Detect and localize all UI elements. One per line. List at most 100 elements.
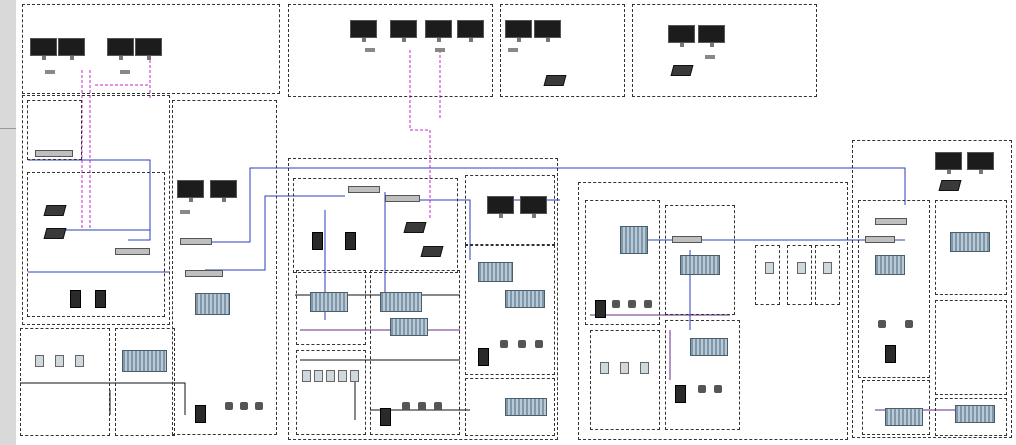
plc-rack-icon <box>680 255 720 275</box>
server-icon <box>312 232 323 250</box>
monitor-icon <box>668 25 695 47</box>
zone-main-control-system <box>288 158 558 440</box>
switch-icon <box>115 248 150 255</box>
meter-icon <box>600 362 609 374</box>
zone-plc-cabinet-a <box>296 270 366 345</box>
meter-icon <box>823 262 832 274</box>
zone-controller-cabinet-1 <box>172 100 277 435</box>
zone-backup-io <box>935 300 1007 395</box>
keyboard-icon <box>365 48 375 52</box>
meter-icon <box>55 355 64 367</box>
monitor-icon <box>350 20 377 42</box>
zone-plc-cabinet-b <box>370 270 460 435</box>
plc-rack-icon <box>955 405 995 423</box>
plc-rack-icon <box>478 262 513 282</box>
zone-network-cabinet <box>27 100 82 160</box>
disk-icon <box>255 402 263 410</box>
server-icon <box>95 290 106 308</box>
monitor-icon <box>107 38 134 60</box>
plc-rack-icon <box>380 292 422 312</box>
disk-icon <box>698 385 706 393</box>
switch-icon <box>865 236 895 243</box>
server-icon <box>380 408 391 426</box>
zone-backup-rack-2 <box>935 398 1007 436</box>
plc-rack-icon <box>505 398 547 416</box>
zone-scada-servers <box>293 178 458 273</box>
switch-icon <box>385 195 420 202</box>
plc-rack-icon <box>505 290 545 308</box>
zone-io-module-1 <box>115 328 175 436</box>
plc-rack-icon <box>310 292 348 312</box>
plc-rack-icon <box>195 293 230 315</box>
monitor-icon <box>457 20 484 42</box>
zone-io-node-1 <box>755 245 780 305</box>
zone-plc-cabinet-e <box>665 205 735 315</box>
server-icon <box>885 345 896 363</box>
keyboard-icon <box>435 48 445 52</box>
monitor-icon <box>210 180 237 202</box>
plc-rack-icon <box>875 255 905 275</box>
monitor-icon <box>698 25 725 47</box>
switch-icon <box>185 270 223 277</box>
plc-rack-icon <box>690 338 728 356</box>
server-icon <box>595 300 606 318</box>
zone-control-room-b <box>288 4 493 97</box>
zone-backup-rack-1 <box>862 380 930 435</box>
zone-io-node-2 <box>787 245 812 305</box>
keyboard-icon <box>508 48 518 52</box>
zone-field-meters-3 <box>590 330 660 430</box>
disk-icon <box>434 402 442 410</box>
zone-server-rack <box>27 172 165 317</box>
disk-icon <box>905 320 913 328</box>
disk-icon <box>500 340 508 348</box>
meter-icon <box>75 355 84 367</box>
zone-operator-room-a <box>22 4 280 94</box>
workstation-unit-icon <box>938 180 962 191</box>
meter-icon <box>326 370 335 382</box>
disk-icon <box>418 402 426 410</box>
meter-icon <box>765 262 774 274</box>
plc-rack-icon <box>885 408 923 426</box>
zone-field-meters-2 <box>296 350 366 435</box>
network-device-icon <box>43 228 67 239</box>
zone-backup-plc <box>935 200 1007 295</box>
disk-icon <box>535 340 543 348</box>
keyboard-icon <box>180 210 190 214</box>
zone-distributed-system <box>578 182 848 440</box>
ethernet-line <box>400 199 471 260</box>
monitor-icon <box>505 20 532 42</box>
disk-icon <box>402 402 410 410</box>
plc-rack-icon <box>122 350 167 372</box>
monitor-icon <box>935 152 962 174</box>
zone-backup-servers <box>858 200 930 378</box>
ethernet-line <box>205 195 345 271</box>
sidebar-level-strip <box>0 0 16 445</box>
zone-io-node-3 <box>815 245 840 305</box>
meter-icon <box>338 370 347 382</box>
disk-icon <box>518 340 526 348</box>
monitor-icon <box>135 38 162 60</box>
server-icon <box>70 290 81 308</box>
ethernet-line <box>210 167 906 243</box>
switch-icon <box>180 238 212 245</box>
plc-rack-icon <box>390 318 428 336</box>
workstation-unit-icon <box>543 75 567 86</box>
meter-icon <box>797 262 806 274</box>
switch-icon <box>35 150 73 157</box>
switch-icon <box>875 218 907 225</box>
monitor-icon <box>967 152 994 174</box>
meter-icon <box>350 370 359 382</box>
zone-display-group <box>465 175 555 245</box>
meter-icon <box>35 355 44 367</box>
workstation-unit-icon <box>670 65 694 76</box>
monitor-icon <box>520 196 547 218</box>
monitor-icon <box>177 180 204 202</box>
disk-icon <box>714 385 722 393</box>
video-line <box>409 50 431 220</box>
zone-plc-cabinet-c <box>465 245 555 375</box>
keyboard-icon <box>120 70 130 74</box>
monitor-icon <box>58 38 85 60</box>
monitor-icon <box>534 20 561 42</box>
server-icon <box>675 385 686 403</box>
monitor-icon <box>487 196 514 218</box>
